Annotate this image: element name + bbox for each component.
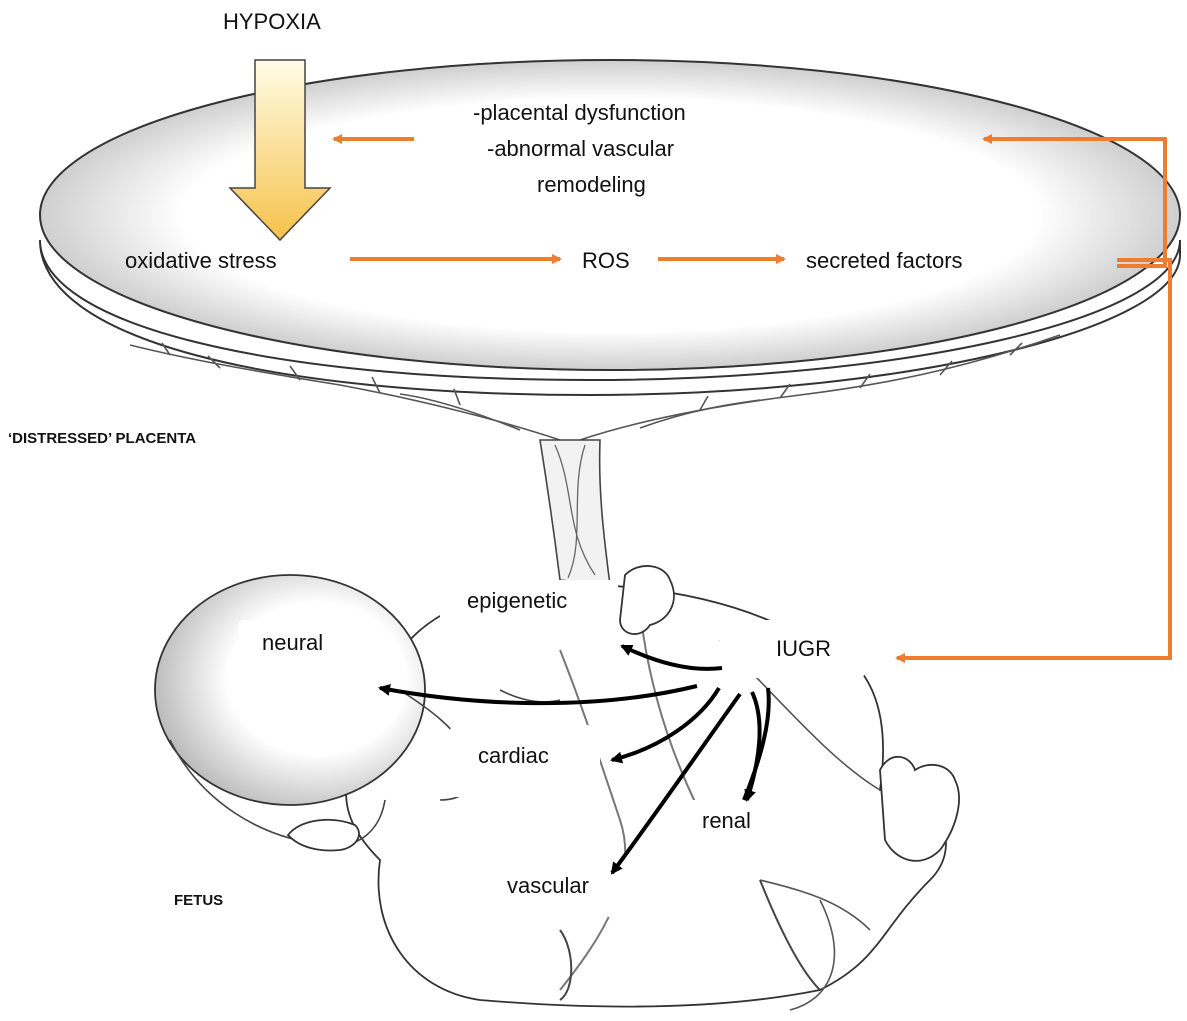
iugr-label: IUGR <box>776 638 831 660</box>
fetus-title: FETUS <box>174 893 223 908</box>
epigenetic-label: epigenetic <box>467 590 567 612</box>
secreted-factors-label: secreted factors <box>806 250 963 272</box>
placental-dysfunction-label: -placental dysfunction <box>473 102 686 124</box>
fetus-foot <box>880 757 959 861</box>
umbilical-cord <box>540 440 610 585</box>
ros-label: ROS <box>582 250 630 272</box>
renal-label: renal <box>702 810 751 832</box>
remodeling-label: remodeling <box>537 174 646 196</box>
neural-label: neural <box>262 632 323 654</box>
fetus-ear <box>288 820 359 851</box>
placenta-title: ‘DISTRESSED’ PLACENTA <box>8 431 196 446</box>
oxidative-stress-label: oxidative stress <box>125 250 277 272</box>
vascular-label: vascular <box>507 875 589 897</box>
cardiac-label: cardiac <box>478 745 549 767</box>
abnormal-vascular-label: -abnormal vascular <box>487 138 674 160</box>
hypoxia-label: HYPOXIA <box>223 11 321 33</box>
